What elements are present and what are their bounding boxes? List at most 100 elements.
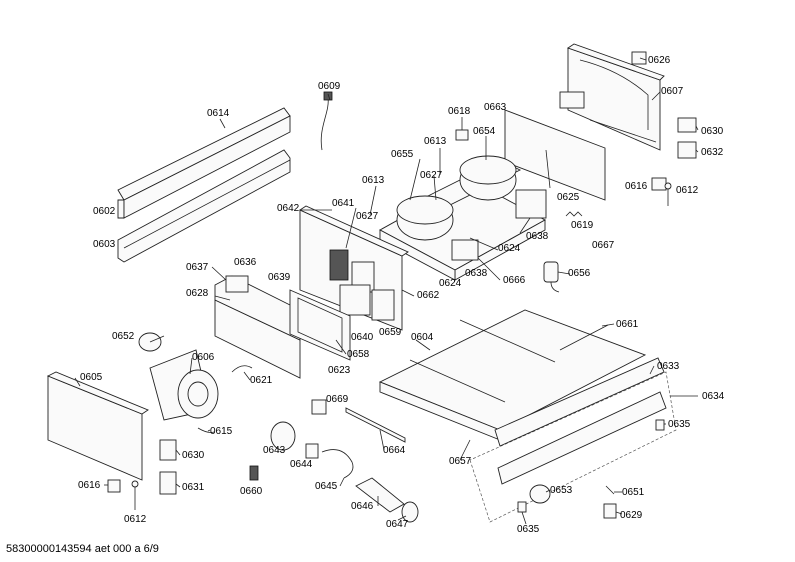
screw-head-bottom [131,480,139,488]
label-0612-a: 0612 [676,185,699,196]
label-0638-a: 0638 [526,231,549,242]
part-0618 [455,129,469,141]
label-0632: 0632 [701,147,724,158]
part-0664 [345,407,406,443]
label-0645: 0645 [315,481,338,492]
label-0612-b: 0612 [124,514,147,525]
label-0616-b: 0616 [78,480,101,491]
part-0603-rail [117,149,291,263]
part-0615 [197,427,215,433]
leader-lines [74,57,699,525]
part-0616-top [651,177,667,191]
part-0621 [231,365,253,373]
label-0627-a: 0627 [420,170,443,181]
label-0603: 0603 [93,239,116,250]
label-0618: 0618 [448,106,471,117]
label-0666: 0666 [503,275,526,286]
part-0651 [605,485,615,495]
label-0628: 0628 [186,288,209,299]
label-0653: 0653 [550,485,573,496]
label-0630-a: 0630 [701,126,724,137]
label-0646: 0646 [351,501,374,512]
label-0643: 0643 [263,445,286,456]
part-0606-fan [149,349,219,421]
label-0602: 0602 [93,206,116,217]
label-0613-b: 0613 [362,175,385,186]
label-0627-b: 0627 [356,211,379,222]
screw-head [664,182,672,190]
label-0631: 0631 [182,482,205,493]
part-0609-cable [320,97,329,151]
label-0624-a: 0624 [498,243,521,254]
label-0658: 0658 [347,349,370,360]
part-0660 [249,465,259,481]
label-0642: 0642 [277,203,300,214]
label-0640: 0640 [351,332,374,343]
part-0638-box [515,189,547,219]
label-0638-b: 0638 [465,268,488,279]
label-0623: 0623 [328,365,351,376]
part-0625 [545,149,551,189]
part-0645 [321,449,354,479]
part-0640-frame [289,289,351,361]
label-0635-a: 0635 [668,419,691,430]
label-0663: 0663 [484,102,507,113]
part-0655-compressor [396,195,454,241]
part-0630-bottom [159,439,177,461]
label-0647: 0647 [386,519,409,530]
label-0641: 0641 [332,198,355,209]
label-0619: 0619 [571,220,594,231]
label-0629: 0629 [620,510,643,521]
label-0654: 0654 [473,126,496,137]
part-0630-top [677,117,697,133]
label-0644: 0644 [290,459,313,470]
label-0633: 0633 [657,361,680,372]
part-0626 [631,51,647,65]
label-0656: 0656 [568,268,591,279]
label-0639: 0639 [268,272,291,283]
label-0621: 0621 [250,375,273,386]
label-0660: 0660 [240,486,263,497]
label-0609: 0609 [318,81,341,92]
label-0659: 0659 [379,327,402,338]
label-0667: 0667 [592,240,615,251]
plug [323,91,333,101]
part-0642-frame [299,205,409,331]
part-0635-b [517,501,527,513]
part-0666-relay [451,239,479,261]
document-footer-code: 58300000143594 aet 000 a 6/9 [6,543,159,555]
label-0605: 0605 [80,372,103,383]
label-0607: 0607 [661,86,684,97]
part-0616-bottom [107,479,121,493]
part-0632 [677,141,697,159]
label-0606: 0606 [192,352,215,363]
label-0664: 0664 [383,445,406,456]
part-0647 [401,501,419,523]
part-0656-capacitor [543,261,560,293]
part-0646 [355,477,405,513]
part-0619 [565,211,583,217]
part-0654-compressor [459,155,517,201]
label-0652: 0652 [112,331,135,342]
label-0661: 0661 [616,319,639,330]
part-0653 [529,484,551,504]
part-0643 [270,421,296,451]
label-0669: 0669 [326,394,349,405]
part-0633-strip [494,357,667,485]
label-0626: 0626 [648,55,671,66]
label-0614: 0614 [207,108,230,119]
label-0630-b: 0630 [182,450,205,461]
label-0651: 0651 [622,487,645,498]
label-0635-b: 0635 [517,524,540,535]
label-0634: 0634 [702,391,725,402]
label-0625: 0625 [557,192,580,203]
label-0637: 0637 [186,262,209,273]
part-0634-outline [469,371,677,523]
label-0662: 0662 [417,290,440,301]
part-0631 [159,471,177,495]
part-0629 [603,503,617,519]
label-0655: 0655 [391,149,414,160]
part-0614-0602-rail [117,107,291,219]
